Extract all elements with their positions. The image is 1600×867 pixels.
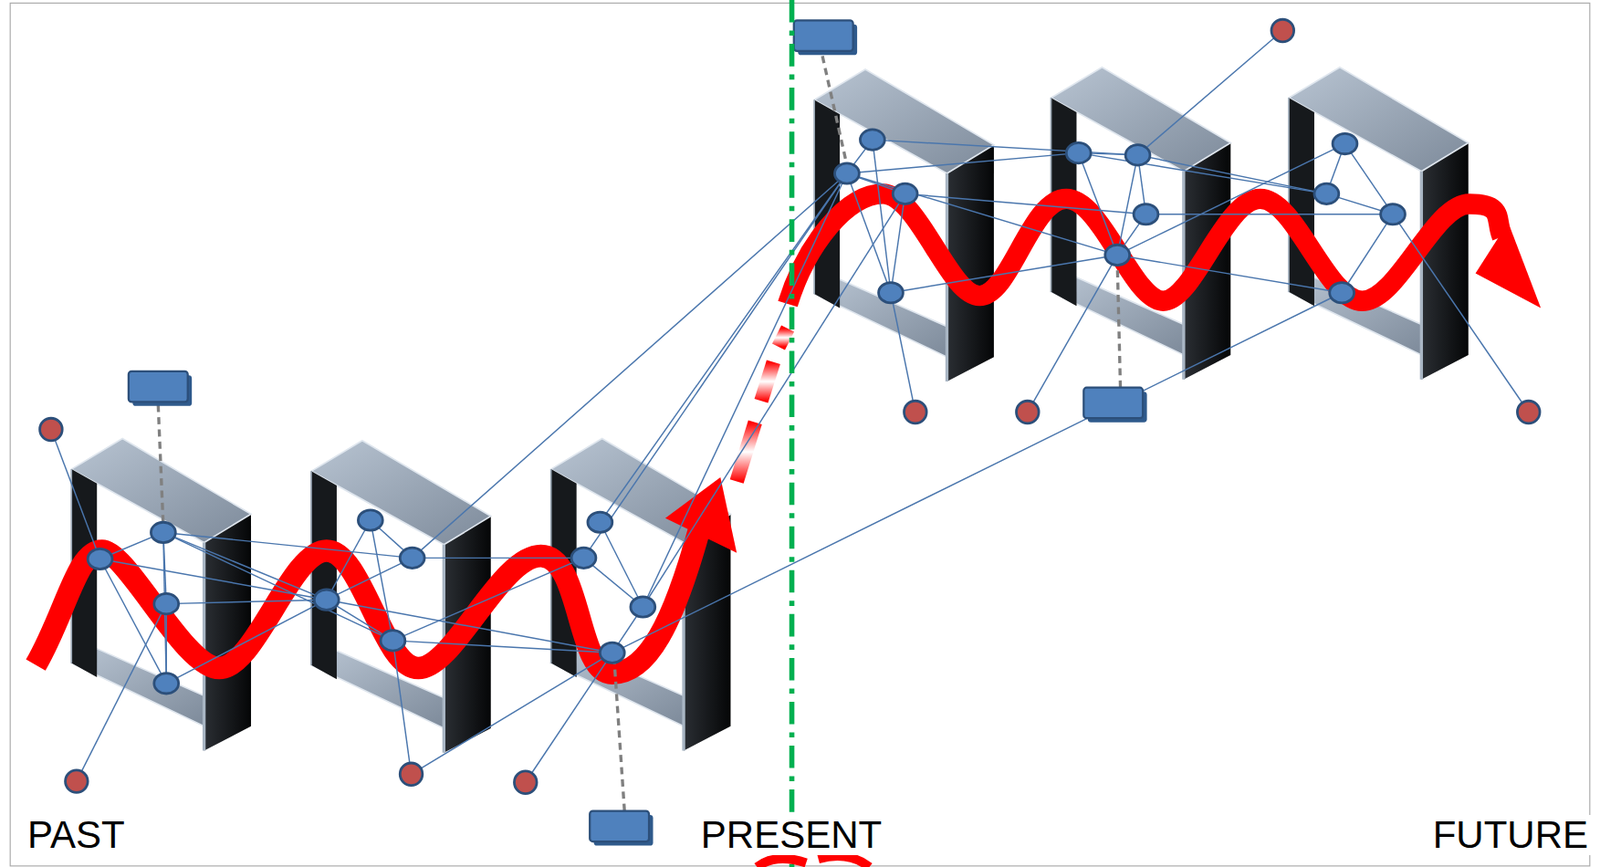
timeline-label: FUTURE <box>1429 815 1592 856</box>
timeline-label: PRESENT <box>697 815 886 856</box>
timeline-label: PAST <box>23 815 129 856</box>
